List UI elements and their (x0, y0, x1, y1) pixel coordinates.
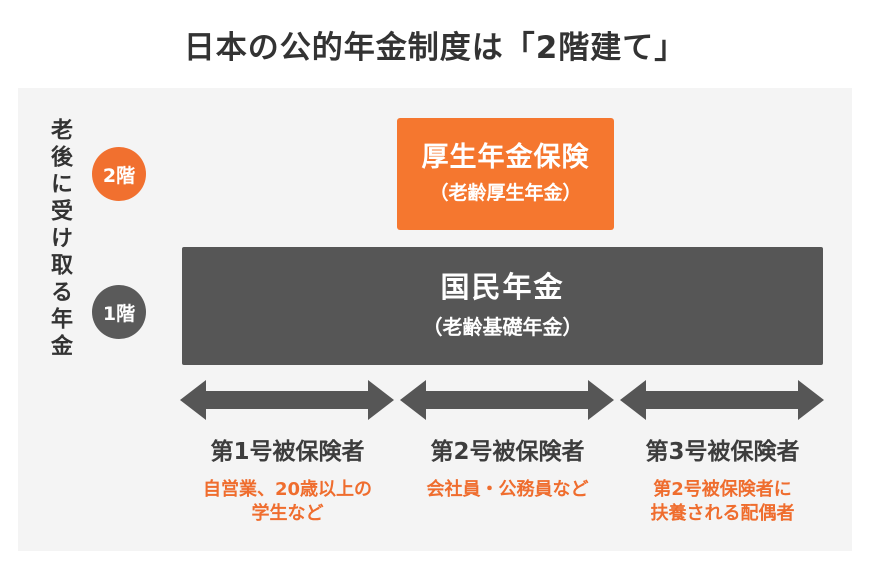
category-3-description-line2: 扶養される配偶者 (650, 503, 795, 525)
kokumin-nenkin-subtitle: （老齢基礎年金） (422, 314, 583, 339)
category-3-title: 第3号被保険者 (645, 439, 800, 465)
category-1-description: 自営業、20歳以上の 学生など (175, 478, 400, 527)
category-1-title: 第1号被保険者 (210, 439, 365, 465)
category-1-description-line2: 学生など (251, 503, 324, 525)
category-1-description-line1: 自営業、20歳以上の (202, 479, 373, 500)
page-title: 日本の公的年金制度は「2階建て」 (183, 30, 687, 66)
tier-badge-first-floor-label: 1階 (102, 302, 136, 325)
span-arrow-category-1 (180, 378, 394, 422)
category-3-description: 第2号被保険者に 扶養される配偶者 (615, 478, 830, 527)
kosei-nenkin-block: 厚生年金保険 （老齢厚生年金） (397, 118, 614, 230)
kosei-nenkin-subtitle: （老齢厚生年金） (429, 182, 582, 205)
tier-badge-first-floor: 1階 (92, 285, 146, 339)
span-arrow-category-3 (620, 378, 824, 422)
category-3-description-line1: 第2号被保険者に (653, 479, 792, 500)
tier-badge-second-floor: 2階 (92, 147, 146, 201)
span-arrow-category-2 (400, 378, 614, 422)
vertical-axis-label: 老後に受け取る年金 (47, 118, 72, 361)
category-2-title: 第2号被保険者 (430, 439, 585, 465)
kokumin-nenkin-title: 国民年金 (440, 270, 565, 305)
category-column-2: 第2号被保険者 会社員・公務員など (400, 432, 615, 502)
category-2-description-line1: 会社員・公務員など (426, 479, 589, 500)
tier-badge-second-floor-label: 2階 (102, 164, 136, 187)
kokumin-nenkin-block: 国民年金 （老齢基礎年金） (182, 247, 823, 365)
category-column-1: 第1号被保険者 自営業、20歳以上の 学生など (175, 432, 400, 527)
category-2-description: 会社員・公務員など (400, 478, 615, 502)
kosei-nenkin-title: 厚生年金保険 (421, 141, 590, 173)
category-column-3: 第3号被保険者 第2号被保険者に 扶養される配偶者 (615, 432, 830, 527)
